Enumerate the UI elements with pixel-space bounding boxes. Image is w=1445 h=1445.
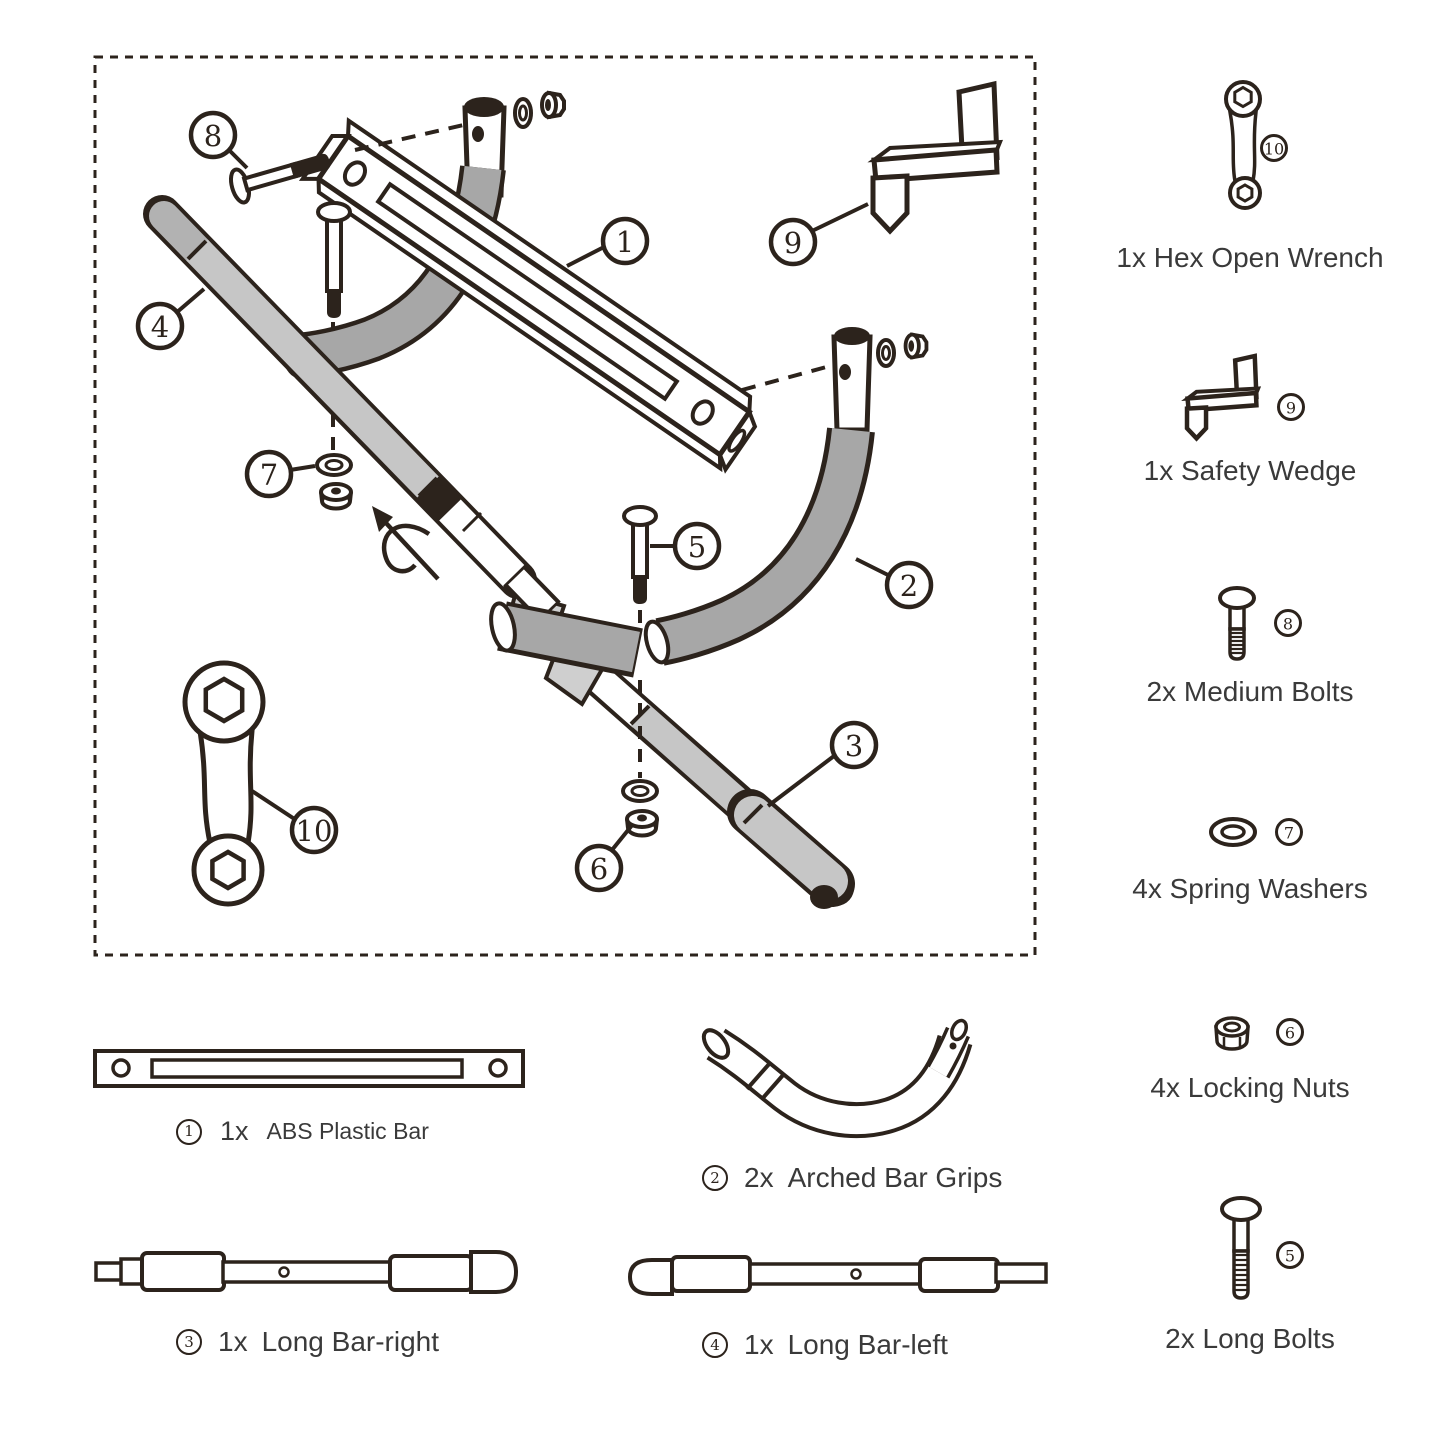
long-bar-left-exploded <box>143 195 537 599</box>
callout-10 <box>289 805 339 855</box>
part-2-qty: 2x <box>744 1162 774 1193</box>
callout-4-number: 4 <box>151 310 169 344</box>
center-junction <box>489 564 643 707</box>
callout-9 <box>768 217 818 267</box>
callout-3 <box>829 720 879 770</box>
part-2-number: 2 <box>702 1165 728 1191</box>
part-6-number: 6 <box>1285 1024 1295 1043</box>
spring-washer-icon: 7 <box>1209 817 1303 847</box>
callout-2 <box>884 560 934 610</box>
part-1-name: ABS Plastic Bar <box>266 1118 429 1144</box>
callout-7-number: 7 <box>260 458 278 492</box>
part-3-qty: 1x <box>218 1326 248 1357</box>
callout-8-number: 8 <box>204 119 222 153</box>
part-3-number: 3 <box>176 1329 202 1355</box>
callout-bubbles: 1 2 3 4 5 6 7 8 9 10 <box>135 110 934 893</box>
washer-nut-stack-right <box>621 779 659 838</box>
part-label-long-bar-right: 3 1x Long Bar-right <box>176 1326 439 1358</box>
safety-wedge-exploded <box>867 80 1004 235</box>
locking-nut-icon <box>319 482 353 511</box>
part-label-arched-bar-grips: 2 2x Arched Bar Grips <box>702 1162 1002 1194</box>
callout-10-number: 10 <box>296 814 333 848</box>
part-label-hex-open-wrench: 1x Hex Open Wrench <box>1116 242 1384 273</box>
part-4-number: 4 <box>702 1332 728 1358</box>
callout-1-number: 1 <box>616 225 634 259</box>
part-label-long-bar-left: 4 1x Long Bar-left <box>702 1329 948 1361</box>
part-7-number: 7 <box>1284 824 1294 843</box>
hex-open-wrench-icon: 10 <box>1224 80 1288 210</box>
locating-button <box>423 485 455 513</box>
right-arched-bar-grip <box>643 427 875 666</box>
part-2-name: Arched Bar Grips <box>787 1162 1003 1193</box>
part-10-number: 10 <box>1264 140 1284 159</box>
part-3-name: Long Bar-right <box>261 1326 440 1357</box>
locking-nut-icon <box>903 332 929 360</box>
arched-bar-grip-drawing <box>701 1018 973 1139</box>
part-label-locking-nuts: 4x Locking Nuts <box>1150 1072 1350 1103</box>
part-8-number: 8 <box>1283 615 1293 634</box>
exploded-view-dashed-frame <box>93 55 1037 957</box>
callout-leader-lines <box>174 148 889 852</box>
alignment-dashed-line-top-left <box>354 122 469 152</box>
part-5-number: 5 <box>1285 1247 1295 1266</box>
callout-5-number: 5 <box>688 530 706 564</box>
callout-5 <box>672 521 722 571</box>
part-label-long-bolts: 2x Long Bolts <box>1165 1323 1335 1354</box>
part-label-spring-washers: 4x Spring Washers <box>1132 873 1368 904</box>
locking-nut-icon: 6 <box>1214 1016 1304 1051</box>
part-4-name: Long Bar-left <box>787 1329 948 1360</box>
part-1-number: 1 <box>176 1118 202 1145</box>
callout-6 <box>574 843 624 893</box>
abs-plastic-bar-exploded <box>298 117 758 474</box>
part-1-qty: 1x <box>220 1116 249 1146</box>
long-bar-right-drawing <box>94 1250 519 1294</box>
right-grip-post <box>831 327 929 433</box>
long-bolt-exploded-left <box>316 201 352 318</box>
long-bolt-icon: 5 <box>1220 1196 1304 1300</box>
safety-wedge-icon: 9 <box>1181 353 1305 442</box>
long-bar-left-drawing <box>627 1255 1048 1296</box>
exploded-assembly-diagram: 1 2 3 4 5 6 7 8 9 10 <box>135 80 1004 909</box>
long-bolt-exploded-right <box>622 505 658 604</box>
part-label-medium-bolts: 2x Medium Bolts <box>1146 676 1354 707</box>
callout-1 <box>600 216 650 266</box>
part-label-abs-plastic-bar: 1 1x ABS Plastic Bar <box>176 1116 429 1147</box>
callout-4 <box>135 301 185 351</box>
medium-bolt-icon: 8 <box>1218 586 1302 661</box>
washer-nut-stack-left <box>315 453 353 511</box>
hex-open-wrench-exploded <box>182 660 266 907</box>
callout-6-number: 6 <box>590 852 608 886</box>
rotate-arrow-icon <box>372 506 440 581</box>
abs-plastic-bar-drawing <box>93 1049 525 1088</box>
locking-nut-icon <box>540 90 566 120</box>
callout-8 <box>188 110 238 160</box>
callout-2-number: 2 <box>900 569 918 603</box>
alignment-dashed-line-top-right <box>741 364 831 392</box>
medium-bolt-exploded <box>228 153 331 205</box>
end-cap-dot <box>810 885 838 909</box>
callout-9-number: 9 <box>784 226 802 260</box>
long-bar-right-exploded <box>548 632 855 909</box>
part-9-number: 9 <box>1286 399 1296 418</box>
part-4-qty: 1x <box>744 1329 774 1360</box>
callout-7 <box>244 449 294 499</box>
callout-3-number: 3 <box>845 729 863 763</box>
part-label-safety-wedge: 1x Safety Wedge <box>1143 455 1357 486</box>
